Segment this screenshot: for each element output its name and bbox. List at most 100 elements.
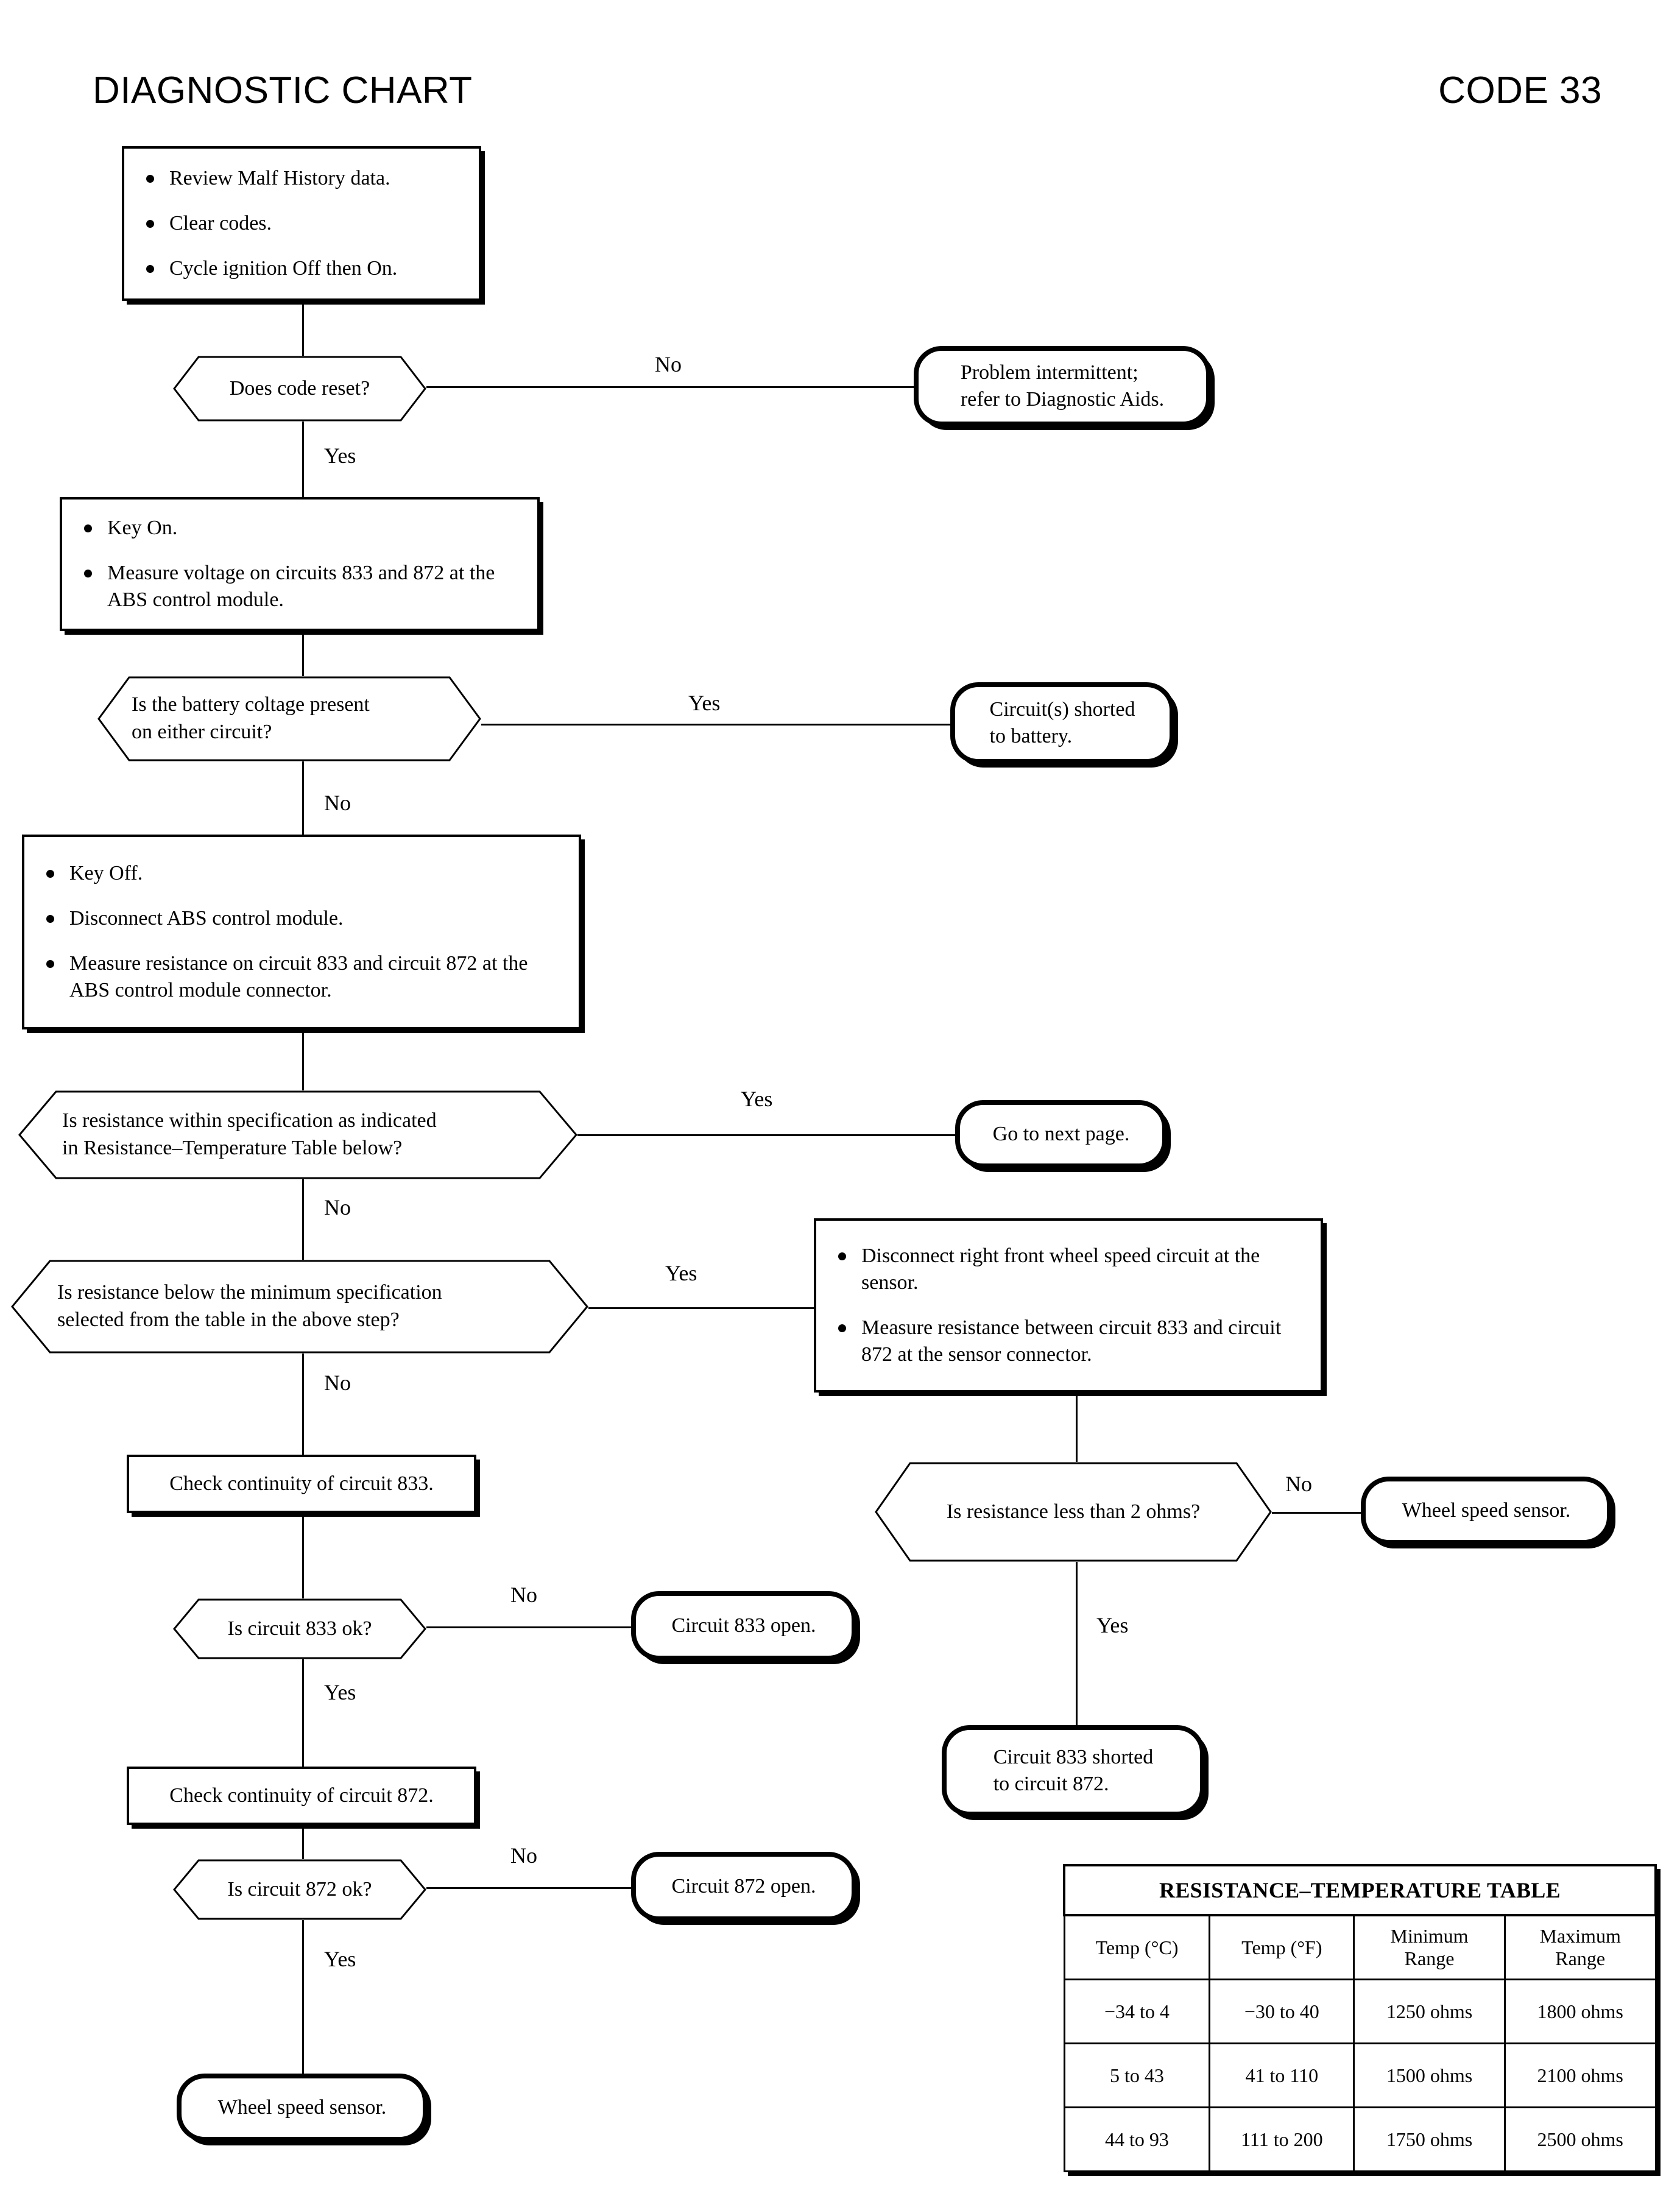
connector-belowmin-yes — [588, 1307, 814, 1309]
cell-min-range: 1500 ohms — [1353, 2042, 1506, 2108]
terminal-wheel-speed-sensor-right: Wheel speed sensor. — [1361, 1477, 1612, 1545]
hexagon-shape — [173, 356, 426, 422]
terminal-line-1: Go to next page. — [992, 1122, 1130, 1145]
connector-battery-no — [302, 761, 304, 835]
step1-bullet-list: Review Malf History data. Clear codes. C… — [138, 165, 465, 283]
connector-872ok-yes — [302, 1920, 304, 2074]
decision-resistance-within-spec: Is resistance within specification as in… — [18, 1090, 577, 1179]
list-item: Key On. — [76, 515, 524, 542]
edge-label-less2-yes: Yes — [1096, 1613, 1129, 1637]
decision-line-1: Is resistance within specification as in… — [62, 1109, 437, 1132]
page-title: DIAGNOSTIC CHART — [93, 69, 473, 111]
list-item: Measure resistance between circuit 833 a… — [830, 1315, 1307, 1368]
cell-temp-c: 44 to 93 — [1063, 2106, 1211, 2172]
code-label: CODE 33 — [1438, 69, 1602, 111]
process-step3: Key Off. Disconnect ABS control module. … — [22, 835, 581, 1029]
decision-circuit-833-ok: Is circuit 833 ok? — [173, 1598, 426, 1659]
cell-max-range: 1800 ohms — [1503, 1979, 1657, 2044]
process-label: Check continuity of circuit 833. — [169, 1472, 434, 1495]
terminal-line-2: refer to Diagnostic Aids. — [960, 388, 1165, 411]
step2-bullet-list: Key On. Measure voltage on circuits 833 … — [76, 515, 524, 614]
list-item: Clear codes. — [138, 210, 465, 237]
list-item: Measure voltage on circuits 833 and 872 … — [76, 560, 524, 613]
decision-line-1: Is resistance below the minimum specific… — [57, 1281, 442, 1304]
edge-label-battery-yes: Yes — [688, 691, 721, 715]
connector-less2-yes — [1076, 1548, 1078, 1725]
hexagon-shape — [875, 1462, 1272, 1562]
cell-max-range: 2500 ohms — [1503, 2106, 1657, 2172]
terminal-circuit-833-open: Circuit 833 open. — [631, 1591, 856, 1661]
hexagon-shape — [18, 1090, 577, 1179]
cell-temp-f: −30 to 40 — [1209, 1979, 1355, 2044]
col-line-1: Minimum — [1390, 1925, 1469, 1947]
col-line-2: Temp (°C) — [1095, 1936, 1179, 1958]
process-step2: Key On. Measure voltage on circuits 833 … — [60, 497, 540, 631]
edge-label-872ok-yes: Yes — [324, 1947, 356, 1971]
terminal-line-1: Wheel speed sensor. — [1402, 1499, 1571, 1522]
terminal-line-1: Problem intermittent; — [960, 361, 1138, 384]
terminal-line-1: Circuit 833 shorted — [993, 1745, 1154, 1768]
process-step1: Review Malf History data. Clear codes. C… — [122, 146, 481, 301]
decision-label: Is circuit 872 ok? — [227, 1877, 372, 1901]
connector-833ok-yes — [302, 1659, 304, 1769]
edge-label-battery-no: No — [324, 791, 351, 815]
decision-resistance-less-than-2-ohms: Is resistance less than 2 ohms? — [875, 1462, 1272, 1562]
connector-code-reset-no — [426, 386, 914, 388]
decision-label: Is the battery coltage present on either… — [97, 676, 481, 761]
hexagon-shape — [11, 1260, 588, 1354]
list-item: Measure resistance on circuit 833 and ci… — [38, 950, 565, 1004]
step3-bullet-list: Key Off. Disconnect ABS control module. … — [38, 860, 565, 1004]
edge-label-belowmin-no: No — [324, 1371, 351, 1395]
decision-line-2: on either circuit? — [132, 721, 272, 743]
col-line-2: Range — [1555, 1947, 1606, 1969]
table-title: RESISTANCE–TEMPERATURE TABLE — [1063, 1864, 1657, 1916]
cell-min-range: 1250 ohms — [1353, 1979, 1506, 2044]
list-item: Disconnect right front wheel speed circu… — [830, 1243, 1307, 1296]
edge-label-belowmin-yes: Yes — [665, 1261, 697, 1285]
connector-spec-yes — [577, 1134, 955, 1136]
edge-label-less2-no: No — [1285, 1472, 1312, 1496]
cell-temp-c: −34 to 4 — [1063, 1979, 1211, 2044]
terminal-problem-intermittent: Problem intermittent; refer to Diagnosti… — [914, 346, 1211, 426]
connector-step3-to-spec — [302, 1029, 304, 1090]
connector-872ok-no — [426, 1887, 632, 1889]
list-item: Disconnect ABS control module. — [38, 905, 565, 932]
step4-bullet-list: Disconnect right front wheel speed circu… — [830, 1243, 1307, 1369]
cell-temp-f: 41 to 110 — [1209, 2042, 1355, 2108]
terminal-line-1: Circuit 833 open. — [671, 1614, 816, 1637]
decision-label: Is circuit 833 ok? — [227, 1617, 372, 1640]
connector-check833-to-833ok — [302, 1513, 304, 1598]
cell-temp-c: 5 to 43 — [1063, 2042, 1211, 2108]
list-item: Review Malf History data. — [138, 165, 465, 192]
decision-label: Does code reset? — [229, 376, 370, 400]
col-line-2: Temp (°F) — [1241, 1936, 1322, 1958]
connector-step1-to-code-reset — [302, 301, 304, 356]
terminal-line-1: Circuit(s) shorted — [989, 697, 1135, 721]
decision-line-2: in Resistance–Temperature Table below? — [62, 1137, 403, 1159]
connector-code-reset-yes — [302, 422, 304, 497]
table-row: 5 to 43 41 to 110 1500 ohms 2100 ohms — [1063, 2042, 1657, 2108]
process-check-continuity-833: Check continuity of circuit 833. — [127, 1455, 476, 1513]
column-header-temp-c: Temp (°C) — [1063, 1914, 1211, 1980]
terminal-line-2: to circuit 872. — [993, 1773, 1109, 1795]
terminal-go-to-next-page: Go to next page. — [955, 1100, 1167, 1168]
edge-label-833ok-yes: Yes — [324, 1680, 356, 1704]
column-header-temp-f: Temp (°F) — [1209, 1914, 1355, 1980]
connector-833ok-no — [426, 1626, 632, 1628]
process-check-continuity-872: Check continuity of circuit 872. — [127, 1767, 476, 1825]
decision-label: Is resistance within specification as in… — [18, 1090, 577, 1179]
hexagon-shape — [173, 1598, 426, 1659]
connector-step2-to-battery — [302, 631, 304, 699]
decision-does-code-reset: Does code reset? — [173, 356, 426, 422]
cell-temp-f: 111 to 200 — [1209, 2106, 1355, 2172]
edge-label-code-reset-no: No — [655, 352, 682, 376]
column-header-maximum-range: Maximum Range — [1503, 1914, 1657, 1980]
col-line-2: Range — [1404, 1947, 1455, 1969]
terminal-circuits-shorted-battery: Circuit(s) shorted to battery. — [950, 682, 1174, 764]
decision-circuit-872-ok: Is circuit 872 ok? — [173, 1859, 426, 1920]
terminal-line-1: Wheel speed sensor. — [217, 2095, 387, 2119]
edge-label-872ok-no: No — [510, 1843, 537, 1868]
hexagon-shape — [173, 1859, 426, 1920]
list-item: Cycle ignition Off then On. — [138, 255, 465, 282]
